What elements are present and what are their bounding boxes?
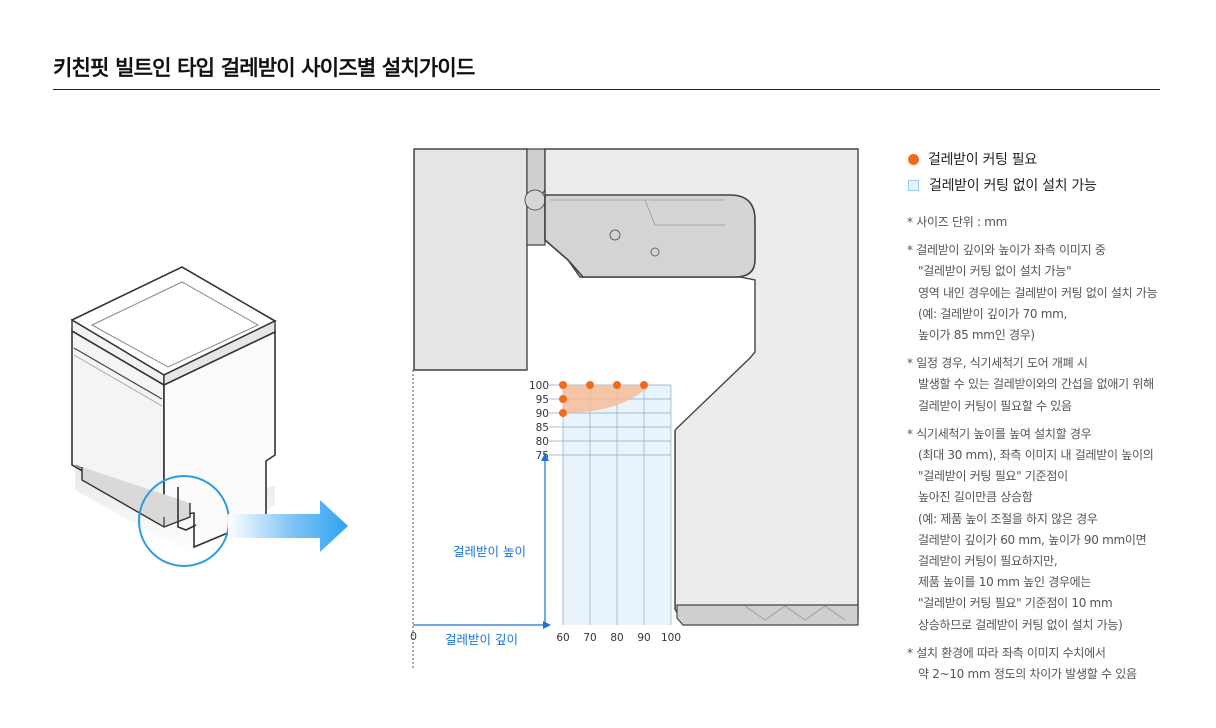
dishwasher-illustration — [70, 266, 277, 567]
arrow-right-icon — [228, 500, 348, 552]
blue-square-icon — [908, 179, 919, 191]
x-tick-label: 70 — [583, 632, 596, 644]
legend-no-cut: 걸레받이 커팅 없이 설치 가능 — [908, 172, 1097, 198]
note-line: "걸레받이 커팅 없이 설치 가능" — [918, 264, 1072, 279]
note-line: "걸레받이 커팅 필요" 기준점이 — [918, 469, 1068, 484]
y-tick-label: 90 — [536, 408, 549, 420]
note-line: (최대 30 mm), 좌측 이미지 내 걸레받이 높이의 — [918, 448, 1154, 463]
y-axis-arrow-icon — [541, 453, 549, 461]
notes-list: * 사이즈 단위 : mm * 걸레받이 깊이와 높이가 좌측 이미지 중 "걸레받… — [907, 212, 1207, 692]
note-line: (예: 제품 높이 조절을 하지 않은 경우 — [918, 511, 1098, 526]
y-axis-label: 걸레받이 높이 — [453, 544, 526, 559]
note-line: 제품 높이를 10 mm 높인 경우에는 — [918, 575, 1092, 590]
note-line: 영역 내인 경우에는 걸레받이 커팅 없이 설치 가능 — [918, 285, 1158, 300]
note-line: 높아진 길이만큼 상승함 — [918, 490, 1033, 505]
note-line: 발생할 수 있는 걸레받이와의 간섭을 없애기 위해 — [918, 377, 1154, 392]
cut-point — [559, 409, 567, 417]
cut-point — [640, 381, 648, 389]
note-line: * 설치 환경에 따라 좌측 이미지 수치에서 — [907, 645, 1106, 660]
y-tick-label: 100 — [529, 380, 549, 392]
legend: 걸레받이 커팅 필요 걸레받이 커팅 없이 설치 가능 — [908, 146, 1097, 198]
note-line: * 식기세척기 높이를 높여 설치할 경우 — [907, 426, 1092, 441]
note-line: 걸레받이 깊이가 60 mm, 높이가 90 mm이면 — [918, 532, 1147, 547]
y-tick-label: 80 — [536, 436, 549, 448]
title-divider — [53, 89, 1160, 90]
cut-required-area — [563, 385, 650, 413]
page-title: 키친핏 빌트인 타입 걸레받이 사이즈별 설치가이드 — [53, 56, 475, 80]
x-axis-label: 걸레받이 깊이 — [445, 632, 518, 647]
note-line: 걸레받이 커팅이 필요하지만, — [918, 554, 1058, 569]
x-axis-arrow-icon — [543, 621, 551, 629]
x-tick-labels: 60 70 80 90 100 — [556, 632, 681, 644]
note-line: "걸레받이 커팅 필요" 기준점이 10 mm — [918, 596, 1113, 611]
note-line: * 사이즈 단위 : mm — [907, 215, 1007, 229]
cut-point — [559, 381, 567, 389]
cut-point — [586, 381, 594, 389]
x-tick-label: 100 — [661, 632, 681, 644]
legend-cut-required-label: 걸레받이 커팅 필요 — [928, 152, 1037, 168]
cabinet-section — [413, 148, 528, 371]
cut-required-points — [559, 381, 648, 417]
note-line: 높이가 85 mm인 경우) — [918, 328, 1035, 343]
cut-point — [559, 395, 567, 403]
note-item: * 걸레받이 깊이와 높이가 좌측 이미지 중 "걸레받이 커팅 없이 설치 가능… — [907, 240, 1207, 346]
origin-label: 0 — [410, 630, 417, 643]
note-line: 상승하므로 걸레받이 커팅 없이 설치 가능) — [918, 617, 1123, 632]
y-tick-label: 95 — [536, 394, 549, 406]
x-tick-label: 60 — [556, 632, 569, 644]
note-line: 걸레받이 커팅이 필요할 수 있음 — [918, 398, 1072, 413]
note-line: 약 2~10 mm 정도의 차이가 발생할 수 있음 — [918, 667, 1137, 682]
x-tick-label: 90 — [637, 632, 650, 644]
x-tick-label: 80 — [610, 632, 623, 644]
legend-no-cut-label: 걸레받이 커팅 없이 설치 가능 — [929, 178, 1097, 194]
legend-cut-required: 걸레받이 커팅 필요 — [908, 146, 1097, 172]
orange-dot-icon — [908, 153, 919, 165]
y-tick-label: 85 — [536, 422, 549, 434]
note-line: * 걸레받이 깊이와 높이가 좌측 이미지 중 — [907, 243, 1106, 258]
note-line: * 일정 경우, 식기세척기 도어 개폐 시 — [907, 356, 1088, 371]
note-line: (예: 걸레받이 깊이가 70 mm, — [918, 306, 1068, 321]
note-item: * 식기세척기 높이를 높여 설치할 경우 (최대 30 mm), 좌측 이미지 … — [907, 424, 1207, 636]
cut-point — [613, 381, 621, 389]
note-item: * 사이즈 단위 : mm — [907, 212, 1207, 233]
